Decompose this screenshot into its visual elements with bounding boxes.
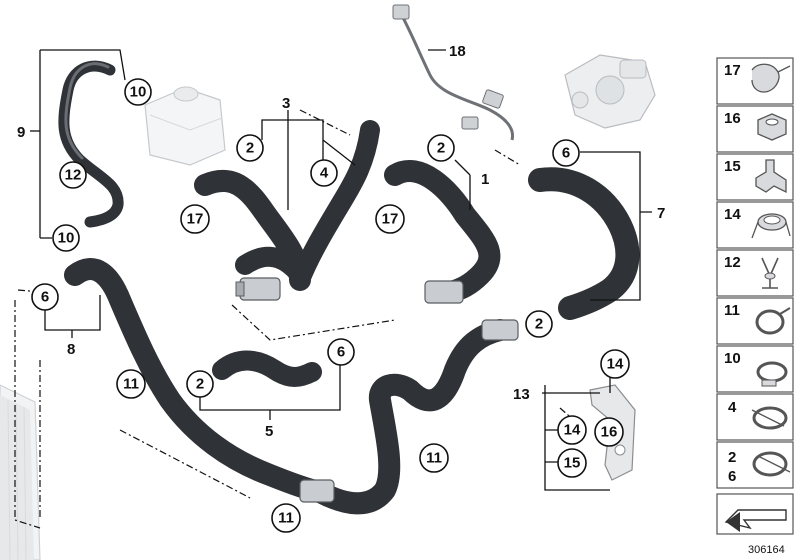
callout-11-middle: 11 <box>419 443 449 473</box>
svg-text:11: 11 <box>724 302 740 319</box>
svg-text:11: 11 <box>426 450 442 467</box>
svg-text:12: 12 <box>724 254 741 271</box>
wiring-harness <box>392 4 515 141</box>
hose-3 <box>194 120 380 301</box>
part-labels: 9 3 18 1 7 8 5 13 <box>17 43 665 440</box>
label-13: 13 <box>513 386 530 403</box>
callout-15: 15 <box>557 448 587 478</box>
hose-5 <box>212 350 322 387</box>
callout-2-hose3: 2 <box>236 134 264 162</box>
svg-text:15: 15 <box>724 158 741 175</box>
hose-clamp-icon <box>756 361 788 387</box>
callout-2-hose5: 2 <box>186 370 214 398</box>
spring-clamp-icon <box>752 451 791 477</box>
hose-clip-icon <box>751 63 791 93</box>
legend-row-2-6: 2 6 <box>716 441 794 489</box>
svg-text:10: 10 <box>724 350 741 367</box>
callout-16: 16 <box>594 417 624 447</box>
label-3: 3 <box>282 95 290 112</box>
label-9: 9 <box>17 124 25 141</box>
svg-text:17: 17 <box>724 62 741 79</box>
callout-11-bottom: 11 <box>271 503 301 533</box>
svg-text:17: 17 <box>187 211 204 228</box>
nut-icon <box>757 113 787 141</box>
legend-row-16: 16 <box>716 105 794 153</box>
svg-text:6: 6 <box>41 289 49 306</box>
callout-17-left: 17 <box>180 204 210 234</box>
legend-num-6: 6 <box>728 468 736 485</box>
svg-text:16: 16 <box>724 110 741 127</box>
legend-row-15: 15 <box>716 153 794 201</box>
callout-6-hose5: 6 <box>327 338 355 366</box>
hose-7 <box>528 167 640 320</box>
callout-2-hose1: 2 <box>427 134 455 162</box>
svg-text:10: 10 <box>58 230 75 247</box>
doc-id: 306164 <box>748 544 785 556</box>
callout-2-hose7: 2 <box>525 310 553 338</box>
legend-row-arrow <box>716 493 794 535</box>
callout-14-middle: 14 <box>557 415 587 445</box>
label-1: 1 <box>481 171 489 188</box>
callouts: 10 10 12 2 4 17 2 17 6 6 11 2 6 2 11 11 … <box>31 78 630 533</box>
parts-legend: 17 16 15 14 <box>716 57 794 535</box>
svg-text:14: 14 <box>564 422 581 439</box>
coolant-pump <box>564 54 656 129</box>
callout-14-top: 14 <box>600 349 630 379</box>
legend-row-17: 17 <box>716 57 794 105</box>
legend-row-10: 10 <box>716 345 794 393</box>
svg-text:11: 11 <box>123 376 139 393</box>
expansion-tank <box>144 86 226 166</box>
svg-text:16: 16 <box>601 424 618 441</box>
callout-10-bottom: 10 <box>52 224 80 252</box>
callout-10-top: 10 <box>124 78 152 106</box>
clip-icon <box>761 257 779 289</box>
svg-text:15: 15 <box>564 455 581 472</box>
label-18: 18 <box>449 43 466 60</box>
legend-row-11: 11 <box>716 297 794 345</box>
svg-text:10: 10 <box>130 84 147 101</box>
cable-holder-icon <box>751 213 791 239</box>
legend-row-14: 14 <box>716 201 794 249</box>
legend-num-2: 2 <box>728 449 736 466</box>
svg-text:4: 4 <box>320 165 329 182</box>
callout-11-left: 11 <box>116 369 146 399</box>
svg-text:2: 2 <box>437 140 445 157</box>
hose-12 <box>58 60 124 228</box>
callout-6-hose8: 6 <box>31 283 59 311</box>
label-5: 5 <box>265 423 273 440</box>
legend-row-4: 4 <box>716 393 794 441</box>
legend-row-12: 12 <box>716 249 794 297</box>
radiator <box>0 384 41 560</box>
bracket-clip-icon <box>755 159 787 194</box>
svg-text:6: 6 <box>562 145 570 162</box>
hose-8 <box>64 258 331 503</box>
hose-11 <box>299 319 519 515</box>
label-7: 7 <box>657 205 665 222</box>
callout-4: 4 <box>310 159 338 187</box>
hose-1 <box>384 160 501 304</box>
svg-text:12: 12 <box>65 167 82 184</box>
callout-17-right: 17 <box>375 204 405 234</box>
svg-text:14: 14 <box>724 206 741 223</box>
svg-text:2: 2 <box>535 316 543 333</box>
callout-12: 12 <box>59 161 87 189</box>
svg-text:2: 2 <box>196 376 204 393</box>
label-8: 8 <box>67 341 75 358</box>
svg-text:14: 14 <box>607 356 624 373</box>
leader-lines <box>14 49 652 529</box>
svg-text:11: 11 <box>278 510 294 527</box>
svg-text:6: 6 <box>337 344 345 361</box>
hose-clamp-icon <box>755 307 791 335</box>
svg-text:4: 4 <box>728 399 737 416</box>
worm-clamp-icon <box>751 406 788 430</box>
callout-6-hose7: 6 <box>552 139 580 167</box>
svg-text:17: 17 <box>382 211 399 228</box>
svg-text:2: 2 <box>246 140 254 157</box>
arrow-icon <box>724 509 787 532</box>
